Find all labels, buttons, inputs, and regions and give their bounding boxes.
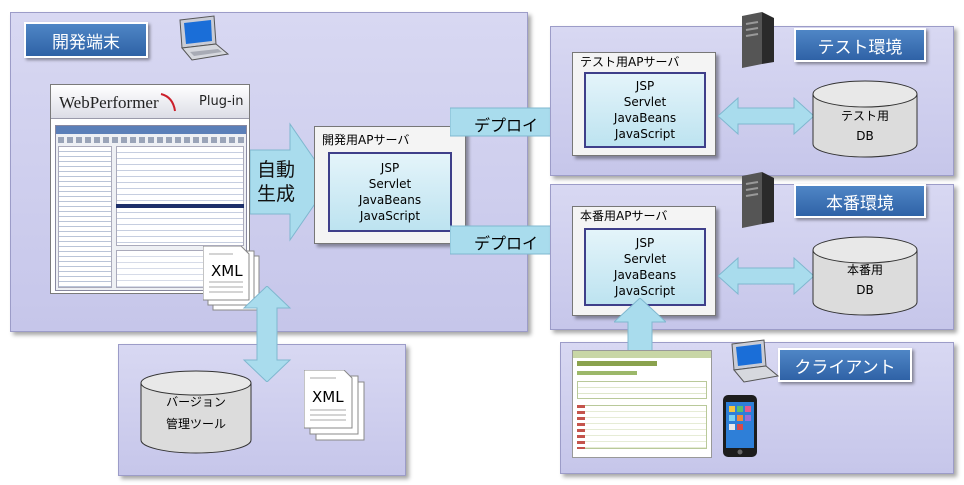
dev-terminal-tag: 開発端末 (24, 22, 148, 58)
test-db-label-2: DB (856, 129, 874, 143)
component-javabeans: JavaBeans (358, 193, 422, 207)
prod-env-tag: 本番環境 (794, 184, 926, 218)
version-control-label-2: 管理ツール (165, 417, 226, 431)
prod-db: 本番用 DB (812, 236, 918, 316)
upward-arrow (614, 298, 666, 354)
prod-db-label-1: 本番用 (846, 263, 883, 277)
smartphone-icon (723, 395, 757, 457)
plugin-label: Plug-in (199, 94, 244, 109)
client-web-screenshot (572, 350, 712, 458)
xml-document-dev: XML (203, 246, 263, 312)
logo-swoosh-icon (160, 93, 176, 112)
database-icon (812, 236, 918, 316)
test-env-tag: テスト環境 (794, 28, 926, 62)
bidirectional-arrow-test (718, 96, 814, 136)
server-tower-icon-prod (742, 172, 774, 228)
webperformer-banner: WebPerformer Plug-in (51, 85, 249, 119)
test-ap-server-title: テスト用APサーバ (580, 55, 680, 69)
component-javascript: JavaScript (359, 209, 421, 223)
xml-label-dev: XML (211, 262, 243, 280)
auto-generate-label: 自動 生成 (257, 158, 295, 206)
database-icon (140, 370, 252, 454)
webperformer-logo: WebPerformer (59, 93, 159, 112)
dev-ap-server-components: JSP Servlet JavaBeans JavaScript (328, 152, 452, 232)
component-jsp: JSP (635, 236, 655, 250)
component-servlet: Servlet (368, 177, 412, 191)
test-ap-server-components: JSP Servlet JavaBeans JavaScript (584, 72, 706, 148)
test-db-label-1: テスト用 (840, 109, 889, 123)
document-icon (304, 370, 365, 441)
bidirectional-arrow-vertical (242, 286, 292, 382)
component-javabeans: JavaBeans (613, 268, 677, 282)
auto-generate-line-1: 自動 (257, 159, 296, 181)
prod-ap-server-components: JSP Servlet JavaBeans JavaScript (584, 228, 706, 306)
client-tag: クライアント (778, 348, 912, 382)
version-control-db: バージョン 管理ツール (140, 370, 252, 454)
document-icon (203, 246, 260, 311)
xml-label-vcs: XML (312, 388, 344, 406)
component-javabeans: JavaBeans (613, 111, 677, 125)
component-servlet: Servlet (623, 95, 667, 109)
prod-ap-server-title: 本番用APサーバ (580, 209, 668, 223)
server-tower-icon-test (742, 12, 774, 68)
auto-generate-line-2: 生成 (257, 183, 296, 205)
test-db: テスト用 DB (812, 80, 918, 158)
deploy-label-prod: デプロイ (474, 234, 539, 253)
computer-icon (731, 339, 780, 383)
component-jsp: JSP (380, 161, 400, 175)
version-control-label-1: バージョン (166, 395, 226, 409)
component-javascript: JavaScript (614, 127, 676, 141)
component-servlet: Servlet (623, 252, 667, 266)
auto-generate-arrow (250, 122, 331, 242)
computer-icon (179, 15, 230, 61)
component-javascript: JavaScript (614, 284, 676, 298)
bidirectional-arrow-prod (718, 256, 814, 296)
deploy-label-test: デプロイ (474, 116, 539, 135)
dev-ap-server-title: 開発用APサーバ (322, 133, 410, 147)
xml-document-vcs: XML (304, 370, 368, 442)
component-jsp: JSP (635, 79, 655, 93)
database-icon (812, 80, 918, 158)
ide-window (55, 125, 247, 291)
prod-db-label-2: DB (856, 283, 874, 297)
